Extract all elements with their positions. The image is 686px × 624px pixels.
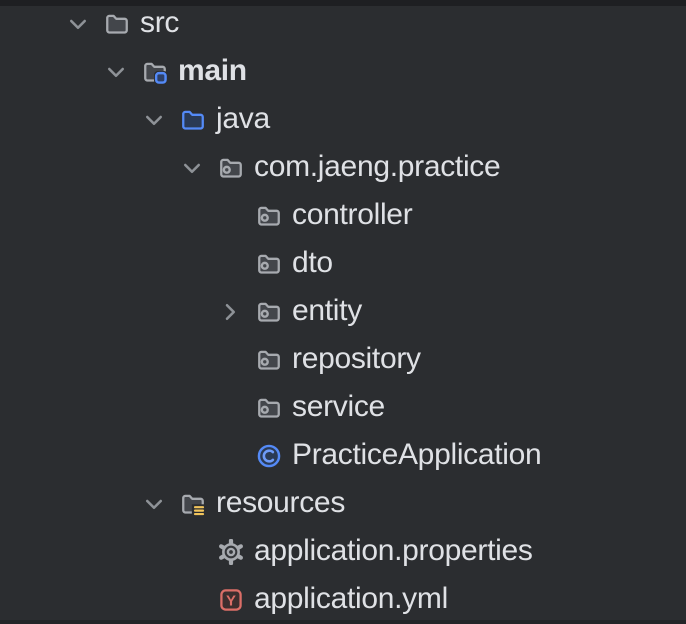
yaml-file-icon: [218, 587, 244, 613]
chevron-down-icon[interactable]: [100, 60, 132, 84]
tree-item-service[interactable]: service: [0, 384, 686, 432]
chevron-down-icon[interactable]: [62, 12, 94, 36]
tree-item-src[interactable]: src: [0, 0, 686, 48]
tree-item-label: service: [292, 390, 385, 423]
tree-item-label: src: [140, 6, 180, 39]
tree-item-repository[interactable]: repository: [0, 336, 686, 384]
tree-item-java[interactable]: java: [0, 96, 686, 144]
package-icon: [256, 203, 282, 229]
tree-item-label: PracticeApplication: [292, 438, 542, 471]
tree-item-main[interactable]: main: [0, 48, 686, 96]
tree-item-label: application.properties: [254, 534, 533, 567]
properties-file-icon: [218, 539, 244, 565]
tree-item-label: main: [178, 54, 247, 87]
tree-item-label: com.jaeng.practice: [254, 150, 501, 183]
package-icon: [256, 299, 282, 325]
java-class-icon: [256, 443, 282, 469]
tree-item-application-properties[interactable]: application.properties: [0, 528, 686, 576]
tree-item-label: resources: [216, 486, 346, 519]
tree-item-controller[interactable]: controller: [0, 192, 686, 240]
chevron-down-icon[interactable]: [176, 156, 208, 180]
source-folder-icon: [180, 107, 206, 133]
package-icon: [256, 347, 282, 373]
chevron-right-icon[interactable]: [214, 300, 246, 324]
tree-item-resources[interactable]: resources: [0, 480, 686, 528]
panel-top-border: [0, 0, 686, 6]
resources-folder-icon: [180, 491, 206, 517]
folder-icon: [104, 11, 130, 37]
tree-item-entity[interactable]: entity: [0, 288, 686, 336]
panel-bottom-border: [0, 620, 686, 624]
tree-item-com-jaeng-practice[interactable]: com.jaeng.practice: [0, 144, 686, 192]
tree-item-label: controller: [292, 198, 413, 231]
package-icon: [218, 155, 244, 181]
tree-item-application-yml[interactable]: application.yml: [0, 576, 686, 624]
package-icon: [256, 251, 282, 277]
tree-item-practice-application[interactable]: PracticeApplication: [0, 432, 686, 480]
package-icon: [256, 395, 282, 421]
chevron-down-icon[interactable]: [138, 108, 170, 132]
tree-item-label: dto: [292, 246, 333, 279]
tree-item-label: entity: [292, 294, 362, 327]
tree-item-label: java: [216, 102, 270, 135]
tree-item-label: application.yml: [254, 582, 448, 615]
tree-item-dto[interactable]: dto: [0, 240, 686, 288]
tree-item-label: repository: [292, 342, 421, 375]
chevron-down-icon[interactable]: [138, 492, 170, 516]
sources-root-folder-icon: [142, 59, 168, 85]
